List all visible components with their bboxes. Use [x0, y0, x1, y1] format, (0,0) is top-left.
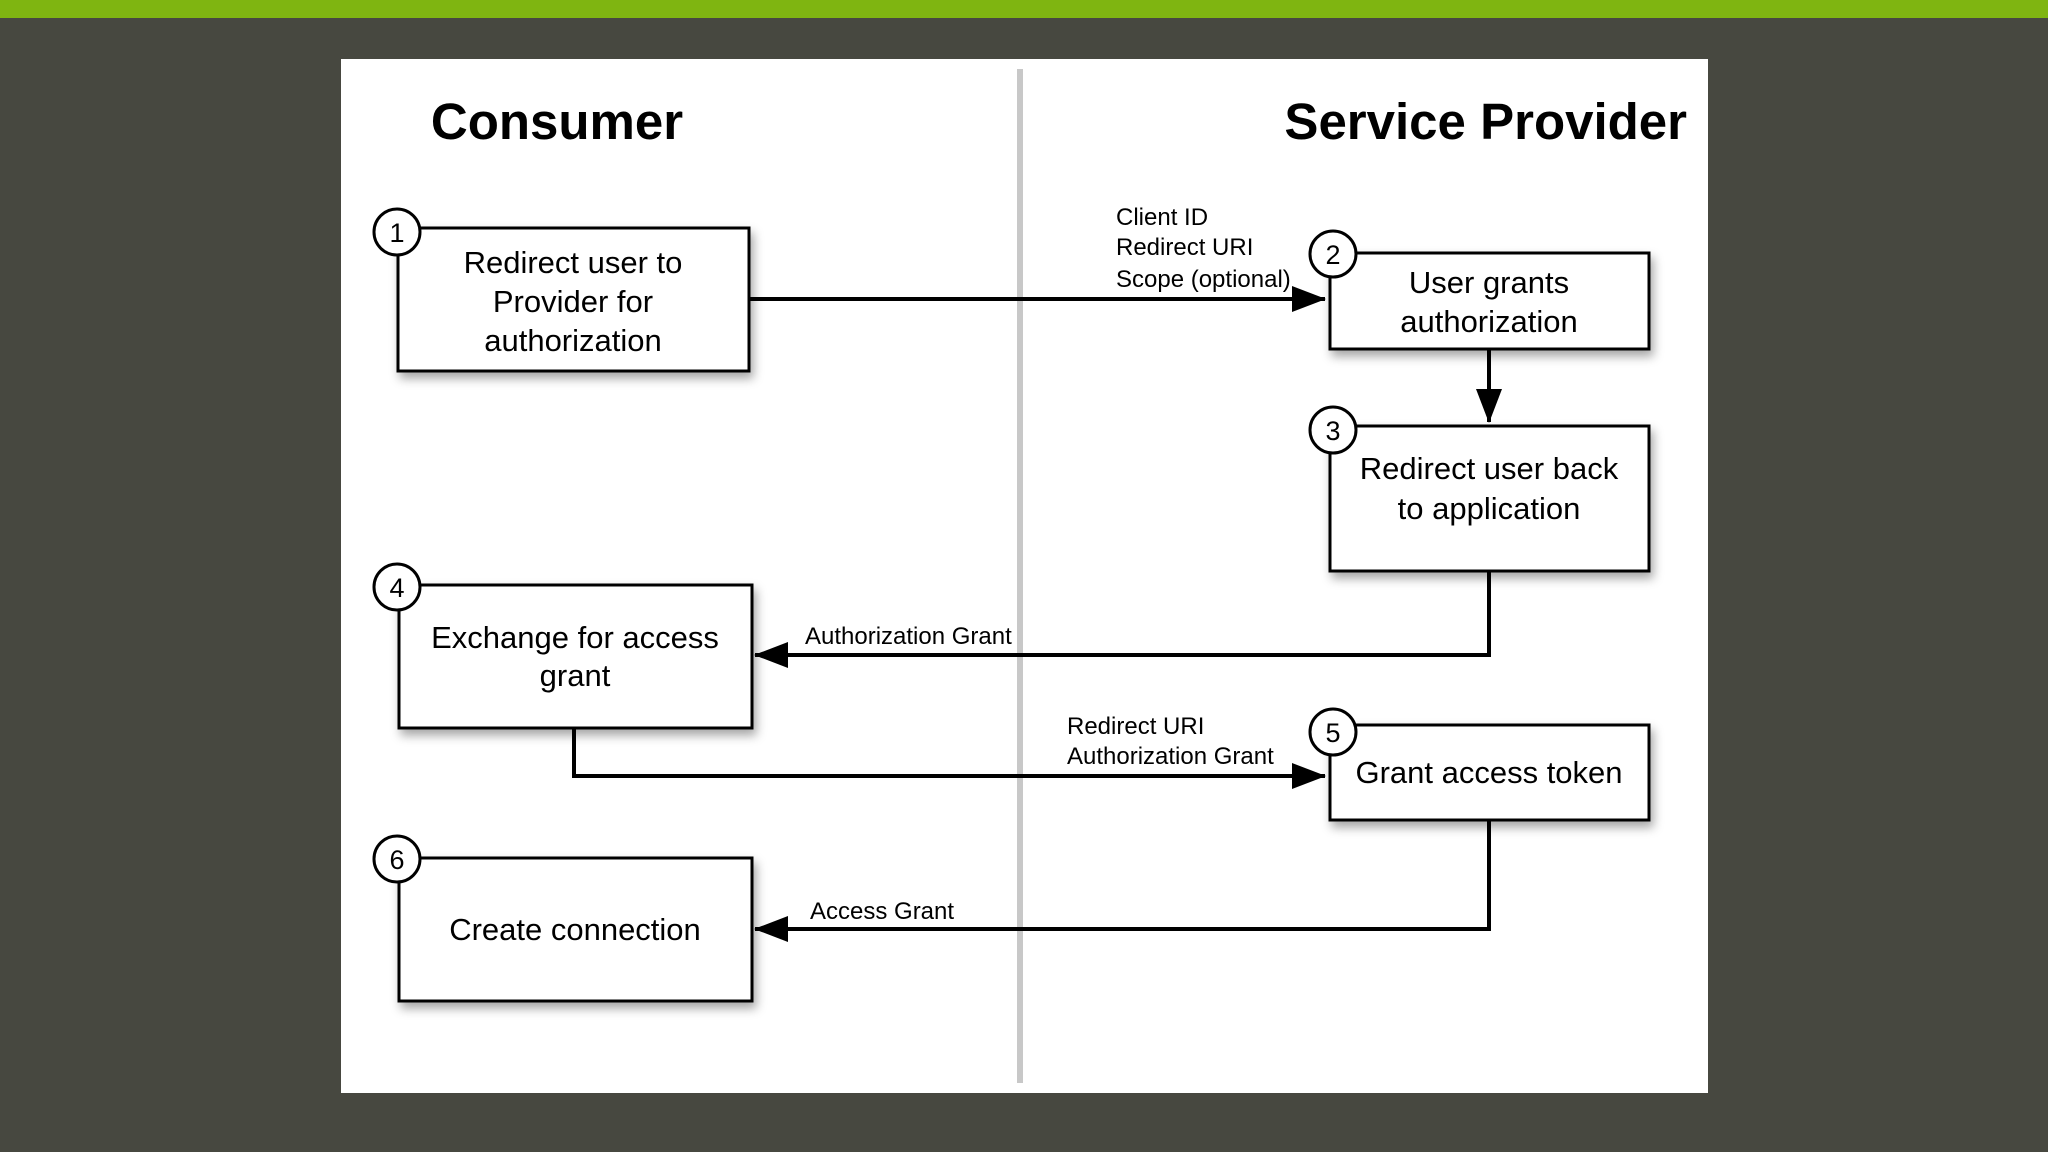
step-number: 5 — [1325, 718, 1340, 748]
step-label-line: grant — [540, 658, 611, 693]
step-label-line: Exchange for access — [431, 620, 719, 655]
step-number: 1 — [389, 218, 404, 248]
edge-label-line: Access Grant — [810, 898, 954, 925]
step-number: 2 — [1325, 240, 1340, 270]
edge-label-authorization-grant: Authorization Grant — [805, 623, 1012, 650]
step-label-line: authorization — [484, 323, 662, 358]
oauth-flow-diagram: Consumer Service Provider Client ID Redi… — [341, 59, 1708, 1093]
edge-label-line: Authorization Grant — [1067, 743, 1274, 770]
edge-label-line: Client ID — [1116, 204, 1208, 231]
step-number-badge — [1308, 405, 1358, 455]
step-number: 4 — [389, 573, 404, 603]
step-label-line: Grant access token — [1355, 755, 1622, 790]
step-box — [397, 856, 754, 1003]
step-label-line: User grants — [1409, 265, 1569, 300]
step-number: 3 — [1325, 416, 1340, 446]
step-1-node: Redirect user to Provider for authorizat… — [372, 207, 751, 373]
step-label-line: Redirect user to — [464, 245, 683, 280]
step-6-node: Create connection 6 — [372, 834, 754, 1003]
step-5-node: Grant access token 5 — [1308, 707, 1651, 822]
step-box — [1328, 251, 1651, 351]
step-3-node: Redirect user back to application 3 — [1308, 405, 1651, 573]
arrow-step5-to-step6 — [754, 821, 1491, 942]
edge-label-token-request: Redirect URI Authorization Grant — [1067, 713, 1274, 770]
step-label-line: Create connection — [449, 912, 701, 947]
step-label-line: authorization — [1400, 304, 1578, 339]
step-number: 6 — [389, 845, 404, 875]
arrow-step4-to-step5 — [572, 729, 1326, 789]
step-box — [397, 583, 754, 730]
step-4-node: Exchange for access grant 4 — [372, 562, 754, 730]
step-label-line: to application — [1398, 491, 1581, 526]
step-number-badge — [372, 834, 422, 884]
connectors — [572, 286, 1502, 942]
arrow-step3-to-step4 — [754, 572, 1491, 668]
step-label-line: Provider for — [493, 284, 653, 319]
edge-label-line: Scope (optional) — [1116, 266, 1291, 293]
step-label-line: Redirect user back — [1360, 451, 1619, 486]
step-box — [396, 226, 751, 373]
edge-label-access-grant: Access Grant — [810, 898, 954, 925]
step-number-badge — [1308, 229, 1358, 279]
step-box — [1328, 723, 1651, 822]
step-number-badge — [1308, 707, 1358, 757]
diagram-canvas: Consumer Service Provider Client ID Redi… — [372, 69, 1687, 1083]
edge-label-line: Authorization Grant — [805, 623, 1012, 650]
edge-label-line: Redirect URI — [1067, 713, 1204, 740]
step-number-badge — [372, 207, 422, 257]
consumer-header: Consumer — [431, 93, 683, 150]
step-box — [1328, 424, 1651, 573]
top-accent-bar — [0, 0, 2048, 18]
step-2-node: User grants authorization 2 — [1308, 229, 1651, 351]
provider-header: Service Provider — [1284, 93, 1687, 150]
edge-label-line: Redirect URI — [1116, 234, 1253, 261]
step-number-badge — [372, 562, 422, 612]
edge-label-client-request: Client ID Redirect URI Scope (optional) — [1116, 204, 1291, 293]
